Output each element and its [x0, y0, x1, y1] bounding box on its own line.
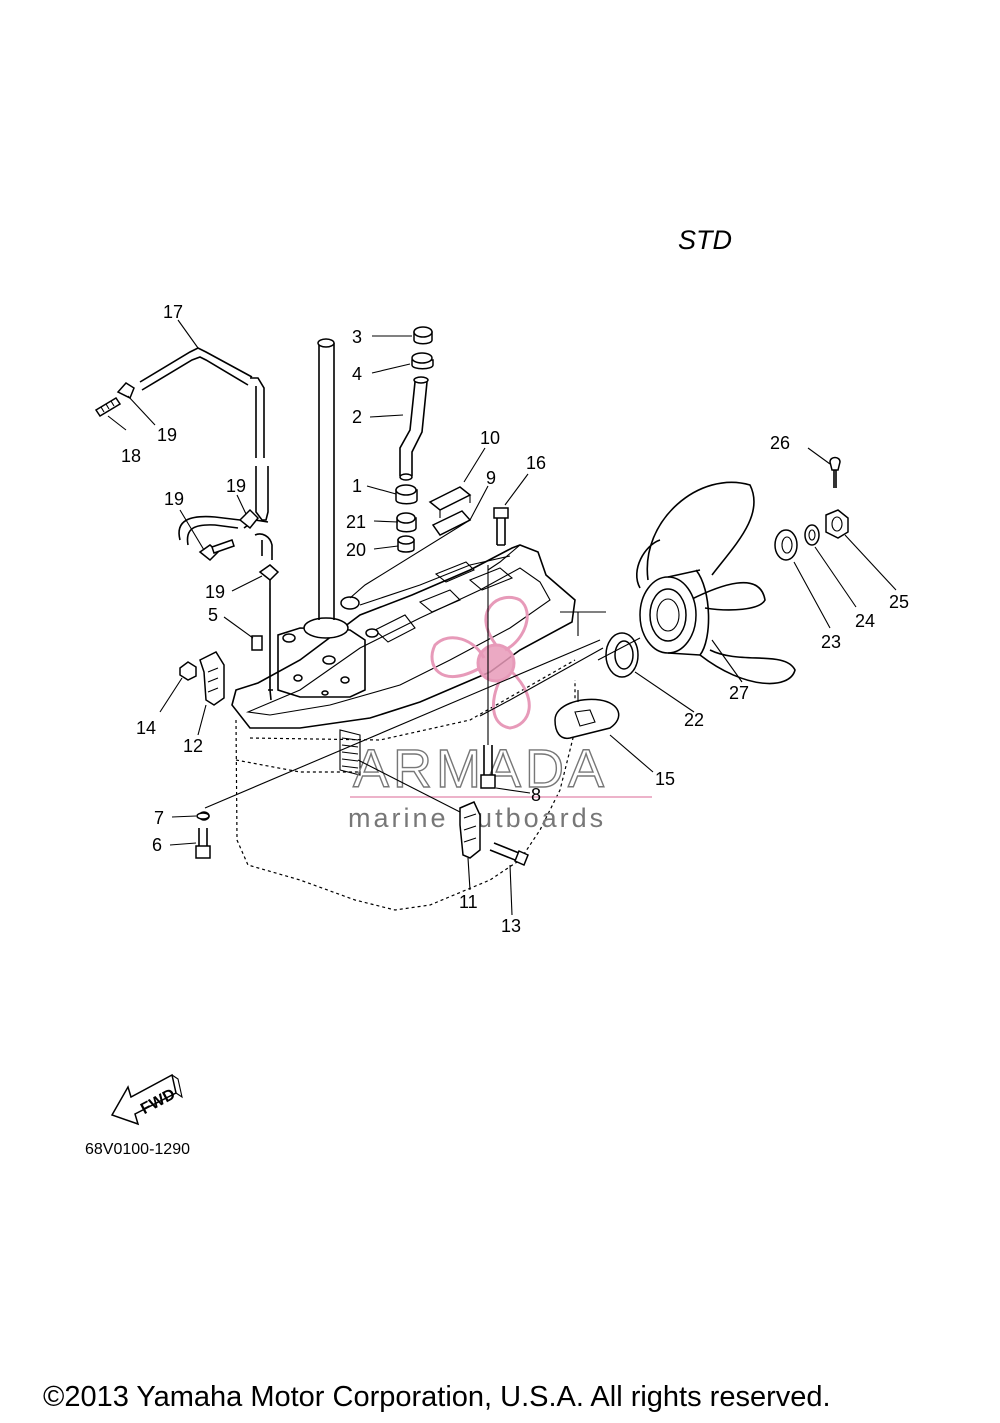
callout-24: 24 [855, 611, 875, 631]
variant-label: STD [678, 225, 732, 255]
small-parts [179, 486, 620, 867]
callout-26: 26 [770, 433, 790, 453]
callout-15: 15 [655, 769, 675, 789]
callout-12: 12 [183, 736, 203, 756]
propeller-assembly [605, 456, 849, 685]
watermark-brand: ARMADA [353, 739, 608, 799]
callout-14: 14 [136, 718, 156, 738]
leader-lines [107, 319, 897, 916]
copyright-notice: ©2013 Yamaha Motor Corporation, U.S.A. A… [43, 1381, 831, 1413]
callout-5: 5 [208, 605, 218, 625]
callout-13: 13 [501, 916, 521, 936]
callout-1: 1 [352, 476, 362, 496]
callout-19-bottom: 19 [205, 582, 225, 602]
callout-4: 4 [352, 364, 362, 384]
fwd-arrow-icon: FWD [110, 1073, 183, 1126]
water-hose [94, 347, 280, 701]
lower-casing [198, 338, 576, 911]
callout-20: 20 [346, 540, 366, 560]
propeller-logo [430, 595, 531, 730]
callout-16: 16 [526, 453, 546, 473]
callout-8: 8 [531, 785, 541, 805]
water-tube [395, 326, 434, 553]
callout-11: 11 [459, 892, 478, 912]
callout-23: 23 [821, 632, 841, 652]
callout-labels: 3 4 2 1 21 20 10 9 16 17 19 18 19 19 19 … [121, 302, 909, 936]
callout-3: 3 [352, 327, 362, 347]
callout-10: 10 [480, 428, 500, 448]
callout-17: 17 [163, 302, 183, 322]
callout-27: 27 [729, 683, 749, 703]
callout-7: 7 [154, 808, 164, 828]
callout-9: 9 [486, 468, 496, 488]
callout-19-left: 19 [164, 489, 184, 509]
callout-19-top: 19 [157, 425, 177, 445]
callout-18: 18 [121, 446, 141, 466]
callout-6: 6 [152, 835, 162, 855]
callout-25: 25 [889, 592, 909, 612]
callout-21: 21 [346, 512, 366, 532]
callout-22: 22 [684, 710, 704, 730]
callout-2: 2 [352, 407, 362, 427]
callout-19-mid: 19 [226, 476, 246, 496]
figure-code: 68V0100-1290 [85, 1141, 190, 1158]
